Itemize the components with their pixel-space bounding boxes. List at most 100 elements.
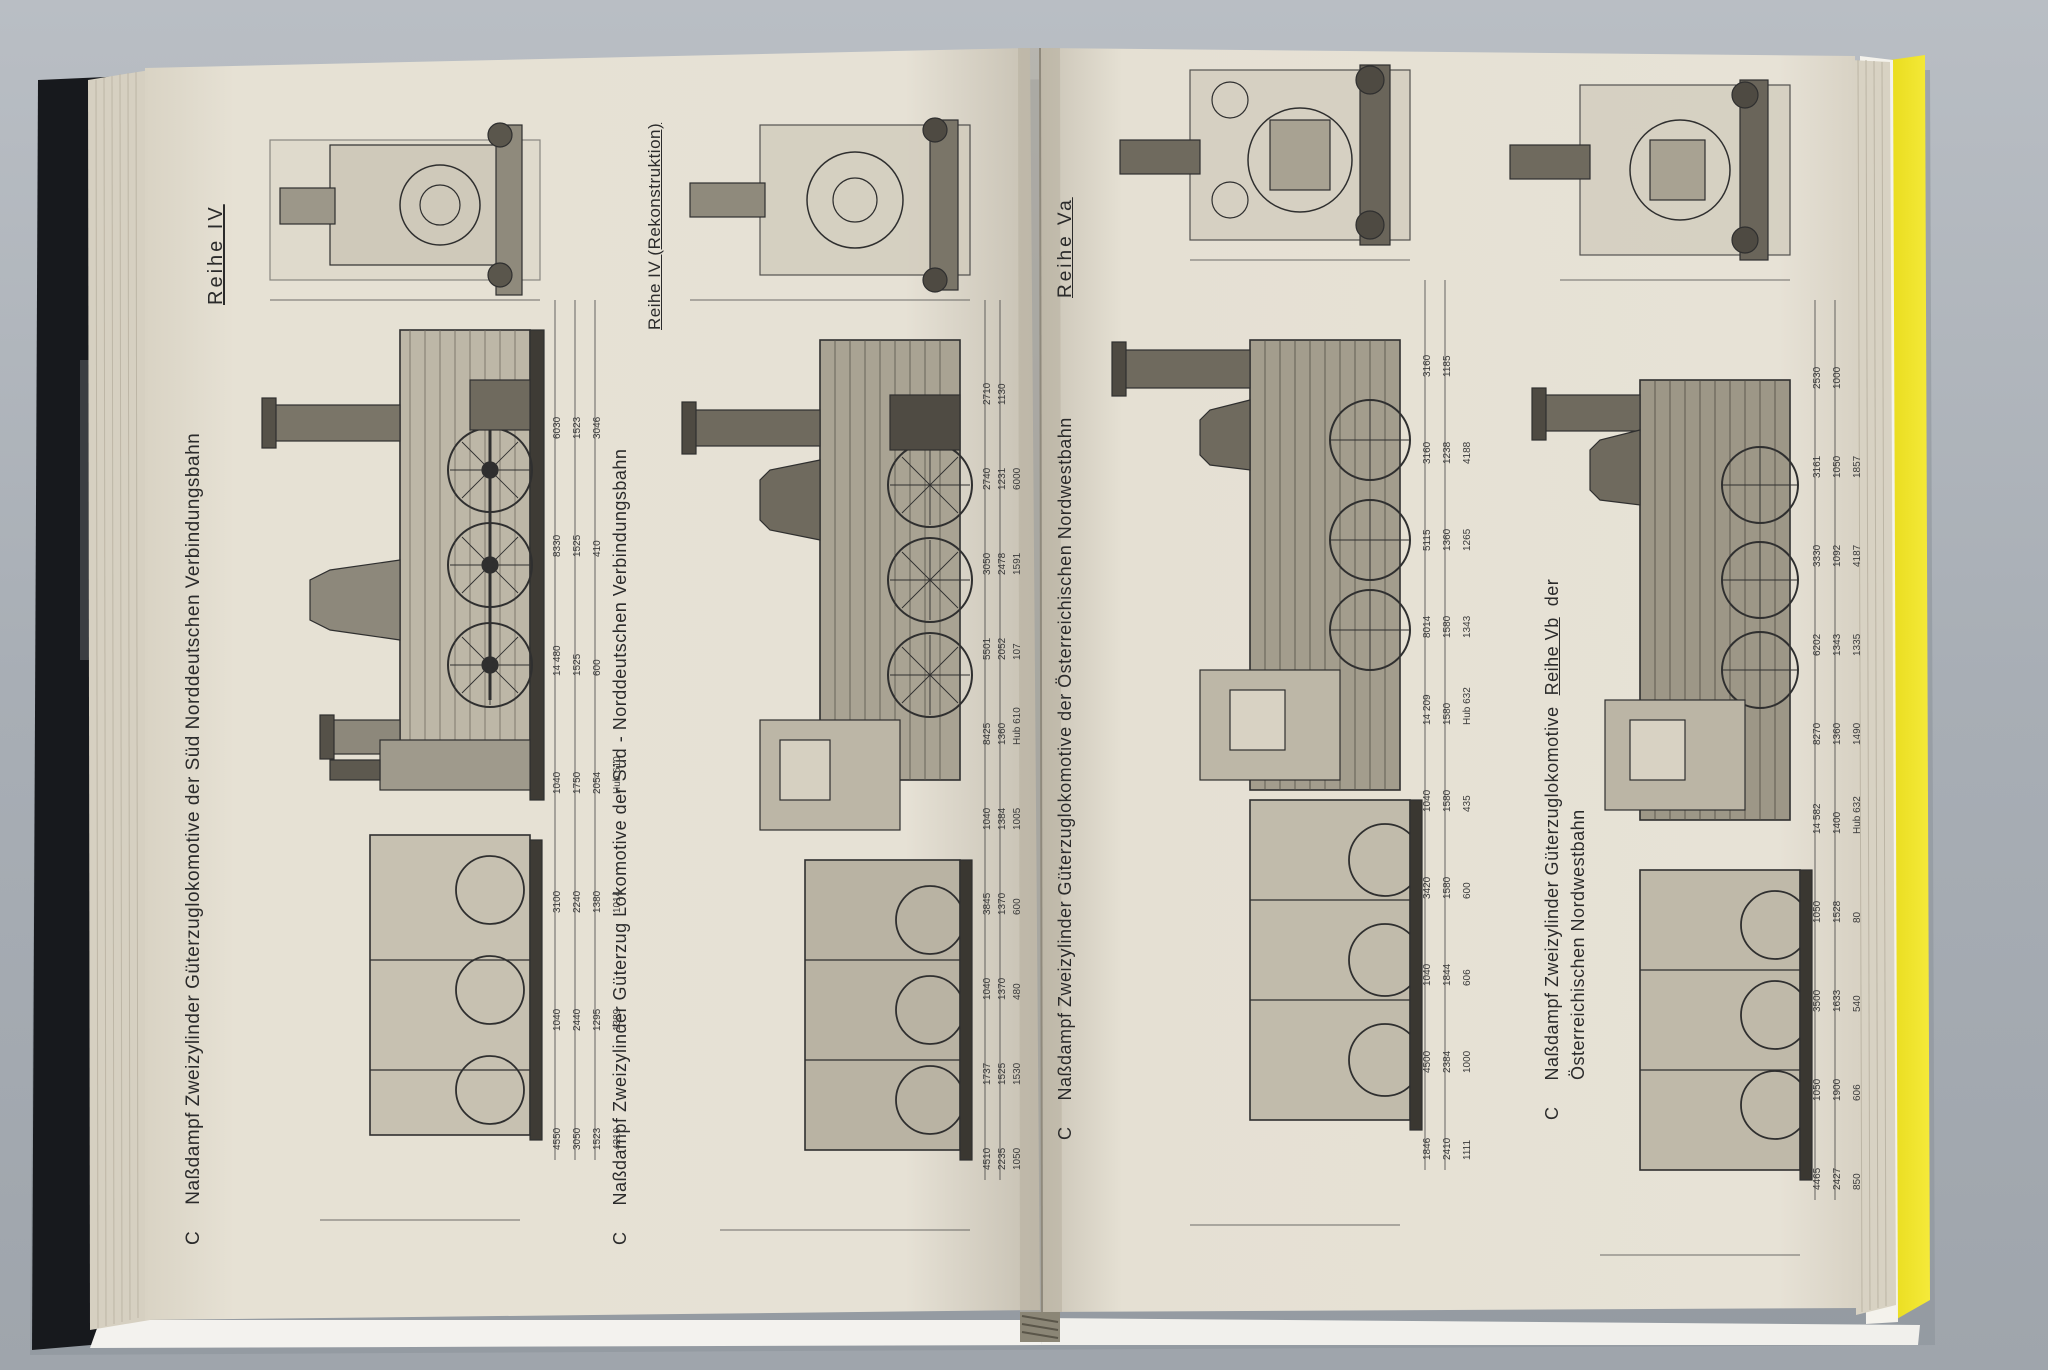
dimension-label: 1050 — [1812, 900, 1823, 923]
locomotive-3-drawing — [1111, 64, 1446, 1226]
dimension-label: 14 480 — [552, 645, 563, 676]
plate-1-series-label: Reihe IV — [205, 204, 228, 305]
dimension-label: 1360 — [1442, 528, 1453, 551]
dimension-label: 2478 — [997, 552, 1008, 575]
dimension-label: 600 — [1012, 898, 1023, 915]
dimension-label: 3050 — [982, 552, 993, 575]
dimension-label: 2384 — [1442, 1050, 1453, 1073]
dimension-label: 3046 — [592, 416, 603, 439]
plate-4-caption-line-1: C Naßdampf Zweizylinder Güterzuglokomotiv… — [1542, 579, 1563, 1120]
dimension-label: 4550 — [552, 1127, 563, 1150]
dimension-label: 6202 — [1812, 633, 1823, 656]
dimension-label: 1591 — [1012, 552, 1023, 575]
dimension-label: 1370 — [997, 977, 1008, 1000]
dimension-label: 1530 — [1012, 1062, 1023, 1085]
dimension-label: 4465 — [1812, 1167, 1823, 1190]
plate-2-caption-text: Naßdampf Zweizylinder Güterzug Lokomotiv… — [610, 448, 630, 1206]
dimension-label: 1580 — [1442, 789, 1453, 812]
plate-3-caption: CNaßdampf Zweizylinder Güterzuglokomotiv… — [1055, 417, 1076, 1140]
dimension-label: 3420 — [1422, 876, 1433, 899]
dimension-label: 1523 — [592, 1127, 603, 1150]
dimension-label: 1111 — [1462, 1139, 1473, 1160]
plate-2-figure-letter: C — [610, 1231, 630, 1246]
dimension-label: 1040 — [1422, 963, 1433, 986]
dimension-label: 3161 — [1812, 455, 1823, 478]
dimension-label: 1737 — [982, 1062, 993, 1085]
dimension-label: 1844 — [1442, 963, 1453, 986]
dimension-label: 1231 — [997, 467, 1008, 490]
plate-1-caption: CNaßdampf Zweizylinder Güterzuglokomotiv… — [183, 433, 205, 1245]
dimension-label: 14 582 — [1812, 803, 1823, 834]
dimension-label: 4188 — [1462, 441, 1473, 464]
dimension-label: 3500 — [1812, 989, 1823, 1012]
dimension-label: Hub 610 — [612, 756, 623, 795]
dimension-label: 5501 — [982, 637, 993, 660]
dimension-label: 2710 — [982, 382, 993, 405]
dimension-label: 540 — [1852, 995, 1863, 1012]
locomotive-4-drawing — [1509, 79, 1836, 1256]
dimension-label: 3160 — [1422, 441, 1433, 464]
dimension-label: 1238 — [1442, 441, 1453, 464]
dimension-label: 2427 — [1832, 1167, 1843, 1190]
plate-4-series-text: Reihe Vb — [1542, 617, 1562, 696]
dimension-label: 1040 — [552, 1009, 563, 1032]
dimension-label: 2530 — [1812, 366, 1823, 389]
dimension-label: 1050 — [1812, 1078, 1823, 1101]
dimension-label: 1525 — [572, 653, 583, 676]
dimension-label: 1050 — [1832, 455, 1843, 478]
dimension-label: 3160 — [1422, 354, 1433, 377]
dimension-label: 1343 — [1462, 615, 1473, 638]
dimension-label: 4500 — [1422, 1050, 1433, 1073]
dimension-label: 3330 — [1812, 544, 1823, 567]
plate-1-caption-text: Naßdampf Zweizylinder Güterzuglokomotive… — [183, 432, 204, 1205]
dimension-label: 107 — [1012, 643, 1023, 660]
plate-4-caption-line-2: Österreichischen Nordwestbahn — [1568, 809, 1589, 1080]
dimension-label: 2740 — [982, 467, 993, 490]
plate-2-series-label: Reihe IV (Rekonstruktion) — [645, 123, 665, 330]
dimension-label: 2410 — [1442, 1137, 1453, 1160]
dimension-label: Hub 610 — [1012, 707, 1023, 745]
locomotive-1-drawing — [261, 122, 596, 1221]
dimension-label: 6030 — [552, 416, 563, 439]
dimension-label: Hub 632 — [1462, 687, 1473, 725]
dimension-label: 606 — [1852, 1084, 1863, 1101]
plate-3-caption-text: Naßdampf Zweizylinder Güterzuglokomotive… — [1055, 417, 1075, 1101]
plate-2-series-text: Reihe IV (Rekonstruktion) — [645, 122, 664, 330]
plate-3-series-text: Reihe Va — [1055, 197, 1076, 298]
dimension-label: 8014 — [1422, 615, 1433, 638]
dimension-label: 1750 — [572, 772, 583, 795]
dimension-label: 2235 — [997, 1147, 1008, 1170]
plate-4-caption-line-1-text: Naßdampf Zweizylinder Güterzuglokomotive — [1542, 706, 1562, 1081]
dimension-label: 1295 — [592, 1009, 603, 1032]
plate-4-caption-line-1-end: der — [1542, 578, 1562, 607]
locomotive-2-drawing — [681, 117, 1001, 1231]
dimension-label: 1528 — [1832, 900, 1843, 923]
dimension-label: 3050 — [572, 1127, 583, 1150]
dimension-label: 1580 — [1442, 615, 1453, 638]
dimension-label: 1370 — [997, 892, 1008, 915]
plate-4-figure-letter: C — [1542, 1106, 1562, 1121]
dimension-label: 1050 — [1012, 1147, 1023, 1170]
plate-1-series-text: Reihe IV — [205, 204, 227, 305]
dimension-label: 1523 — [572, 416, 583, 439]
dimension-label: 606 — [1462, 969, 1473, 986]
dimension-label: 1384 — [997, 807, 1008, 830]
dimension-label: 435 — [1462, 795, 1473, 812]
dimension-label: 1014 — [612, 890, 623, 913]
dimension-label: 1040 — [552, 772, 563, 795]
dimension-label: 1580 — [1442, 702, 1453, 725]
dimension-label: 1580 — [1442, 876, 1453, 899]
dimension-label: 600 — [592, 659, 603, 676]
dimension-label: 1900 — [1832, 1078, 1843, 1101]
dimension-label: 1000 — [1832, 366, 1843, 389]
dimension-label: 2440 — [572, 1009, 583, 1032]
dimension-label: 2054 — [592, 772, 603, 795]
dimension-label: 1343 — [1832, 633, 1843, 656]
dimension-label: 1389 — [612, 1009, 623, 1032]
dimension-label: 6000 — [1012, 467, 1023, 490]
dimension-label: 3845 — [982, 892, 993, 915]
dimension-label: 14 209 — [1422, 694, 1433, 725]
dimension-label: 1335 — [1852, 633, 1863, 656]
